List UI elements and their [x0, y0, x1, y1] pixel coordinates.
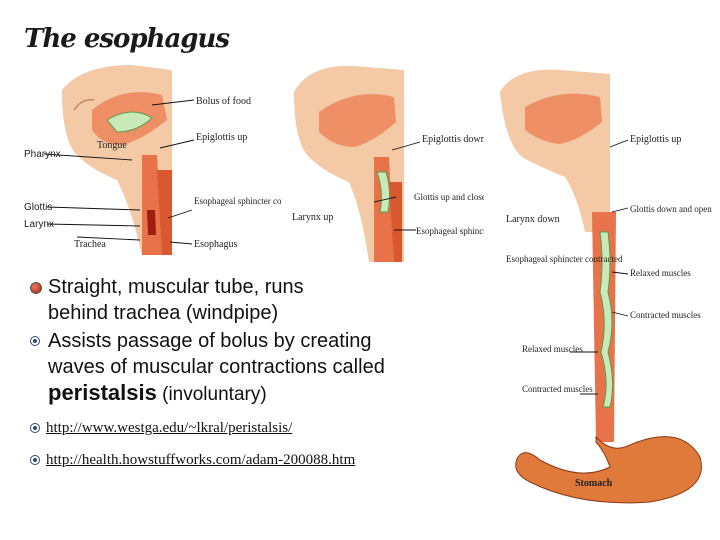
swallow-diagram-stage-2: Epiglottis down Glottis up and closed La… [292, 65, 484, 262]
label-contracted-muscles-2: Contracted muscles [522, 384, 593, 394]
ring-bullet-icon [30, 423, 40, 433]
label-larynx: Larynx [24, 219, 54, 230]
label-epiglottis-down: Epiglottis down [422, 134, 484, 145]
slide-title: The esophagus [24, 24, 230, 54]
label-relaxed-muscles-2: Relaxed muscles [522, 344, 583, 354]
label-contracted-muscles-1: Contracted muscles [630, 310, 701, 320]
label-sphincter-relaxed: Esophageal sphincter relaxed [416, 226, 484, 236]
peristalsis-term: peristalsis [48, 380, 157, 405]
bullet-list: Straight, muscular tube, runs behind tra… [28, 274, 468, 470]
label-larynx-up: Larynx up [292, 212, 333, 223]
label-larynx-down: Larynx down [506, 214, 560, 225]
swallow-diagram-stage-1: Bolus of food Epiglottis up Pharynx Tong… [24, 65, 282, 255]
head-illustration-1 [62, 65, 172, 255]
red-bullet-icon [30, 282, 42, 294]
label-glottis-down: Glottis down and open [630, 204, 712, 214]
label-sphincter-contracted-2: Esophageal sphincter contracted [506, 254, 623, 264]
label-glottis: Glottis [24, 202, 52, 213]
ring-bullet-icon [30, 455, 40, 465]
label-epiglottis-up-2: Epiglottis up [630, 134, 681, 145]
label-esophagus: Esophagus [194, 239, 237, 250]
label-glottis-up: Glottis up and closed [414, 192, 484, 202]
label-tongue: Tongue [97, 140, 127, 151]
label-bolus: Bolus of food [196, 96, 251, 107]
label-pharynx: Pharynx [24, 149, 61, 160]
esophagus-illustration [500, 69, 702, 504]
label-trachea: Trachea [74, 239, 106, 250]
label-stomach: Stomach [575, 478, 613, 489]
label-sphincter-contracted-1: Esophageal sphincter contracted [194, 196, 282, 206]
link-westga[interactable]: http://www.westga.edu/~lkral/peristalsis… [28, 418, 468, 438]
label-relaxed-muscles-1: Relaxed muscles [630, 268, 691, 278]
label-epiglottis-up-1: Epiglottis up [196, 132, 247, 143]
bullet-1: Straight, muscular tube, runs behind tra… [28, 274, 468, 326]
head-illustration-2 [294, 65, 404, 262]
bullet-2: Assists passage of bolus by creating wav… [28, 328, 468, 408]
ring-bullet-icon [30, 336, 40, 346]
peristalsis-diagram: Epiglottis up Glottis down and open Lary… [500, 69, 712, 504]
link-howstuffworks[interactable]: http://health.howstuffworks.com/adam-200… [28, 450, 468, 470]
